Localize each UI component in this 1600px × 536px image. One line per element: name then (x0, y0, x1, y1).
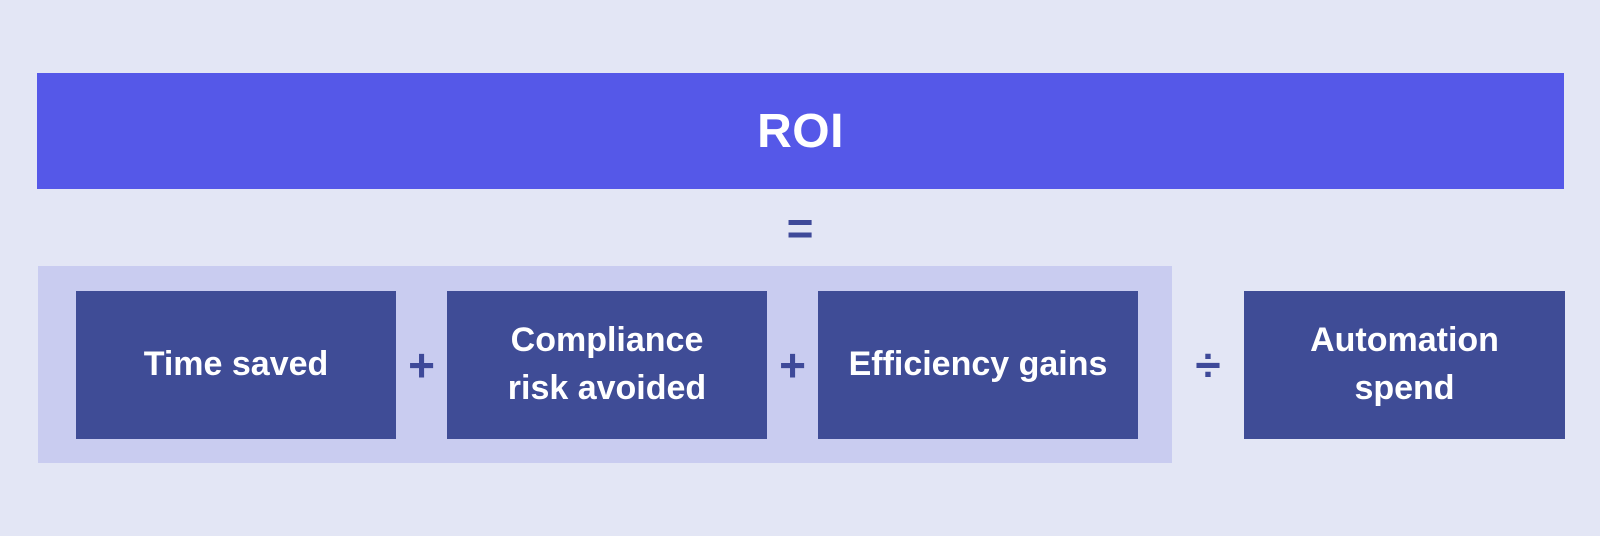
roi-title: ROI (757, 104, 844, 158)
formula-row: Time saved + Compliance risk avoided + E… (38, 266, 1565, 463)
equals-row: = (0, 189, 1600, 266)
term-box-automation-spend: Automation spend (1244, 290, 1565, 439)
term-box-efficiency-gains: Efficiency gains (818, 290, 1138, 439)
divide-operator: ÷ (1195, 338, 1221, 391)
term-box-compliance-risk-avoided: Compliance risk avoided (447, 290, 767, 439)
numerator-group: Time saved + Compliance risk avoided + E… (38, 266, 1172, 463)
term-box-time-saved: Time saved (76, 290, 396, 439)
plus-operator: + (408, 338, 435, 391)
equals-operator: = (786, 201, 814, 254)
roi-banner: ROI (37, 73, 1564, 189)
plus-operator: + (779, 338, 806, 391)
